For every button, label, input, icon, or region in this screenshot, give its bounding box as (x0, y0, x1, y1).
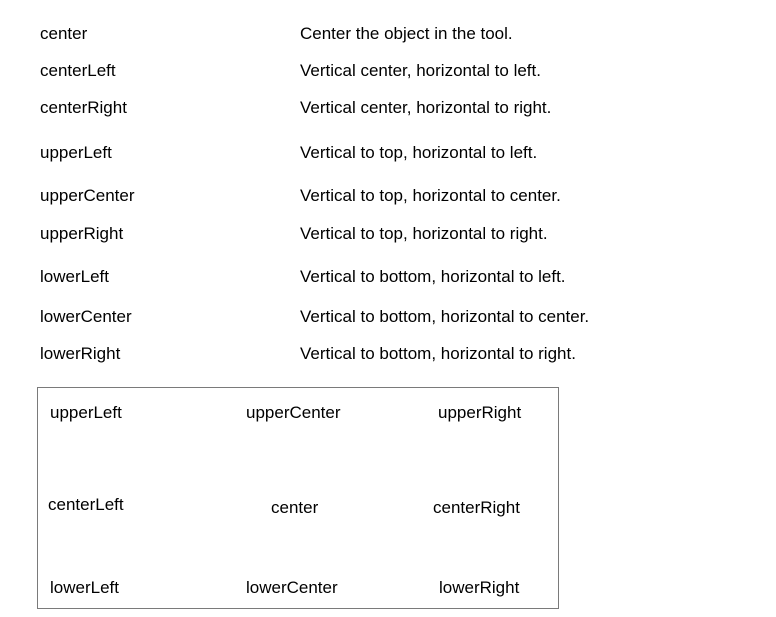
diagram-label-center-left: centerLeft (48, 495, 124, 514)
term-label: upperRight (40, 224, 124, 243)
term-description: Vertical to top, horizontal to center. (300, 186, 561, 205)
table-row: centerLeft Vertical center, horizontal t… (0, 61, 776, 83)
table-row: lowerCenter Vertical to bottom, horizont… (0, 307, 776, 329)
term-description: Center the object in the tool. (300, 24, 513, 43)
diagram-label-upper-left: upperLeft (50, 403, 122, 422)
term-description: Vertical to bottom, horizontal to left. (300, 267, 566, 286)
alignment-diagram: upperLeft upperCenter upperRight centerL… (37, 387, 559, 609)
term-description: Vertical center, horizontal to right. (300, 98, 552, 117)
term-description: Vertical to bottom, horizontal to center… (300, 307, 590, 326)
diagram-label-center-right: centerRight (433, 498, 520, 517)
table-row: upperRight Vertical to top, horizontal t… (0, 224, 776, 246)
table-row: lowerRight Vertical to bottom, horizonta… (0, 344, 776, 366)
table-row: lowerLeft Vertical to bottom, horizontal… (0, 267, 776, 289)
term-label: lowerCenter (40, 307, 132, 326)
diagram-label-lower-right: lowerRight (439, 578, 520, 597)
table-row: centerRight Vertical center, horizontal … (0, 98, 776, 120)
term-label: upperCenter (40, 186, 135, 205)
term-label: lowerRight (40, 344, 121, 363)
table-row: upperLeft Vertical to top, horizontal to… (0, 143, 776, 165)
term-description: Vertical to top, horizontal to left. (300, 143, 538, 162)
diagram-label-lower-center: lowerCenter (246, 578, 338, 597)
term-description: Vertical to top, horizontal to right. (300, 224, 548, 243)
diagram-label-upper-right: upperRight (438, 403, 522, 422)
term-label: centerRight (40, 98, 127, 117)
term-description: Vertical to bottom, horizontal to right. (300, 344, 576, 363)
diagram-label-center: center (271, 498, 319, 517)
table-row: upperCenter Vertical to top, horizontal … (0, 186, 776, 208)
term-label: center (40, 24, 88, 43)
diagram-label-lower-left: lowerLeft (50, 578, 119, 597)
table-row: center Center the object in the tool. (0, 24, 776, 46)
term-description: Vertical center, horizontal to left. (300, 61, 541, 80)
term-label: centerLeft (40, 61, 116, 80)
term-label: lowerLeft (40, 267, 109, 286)
diagram-label-upper-center: upperCenter (246, 403, 341, 422)
term-label: upperLeft (40, 143, 112, 162)
